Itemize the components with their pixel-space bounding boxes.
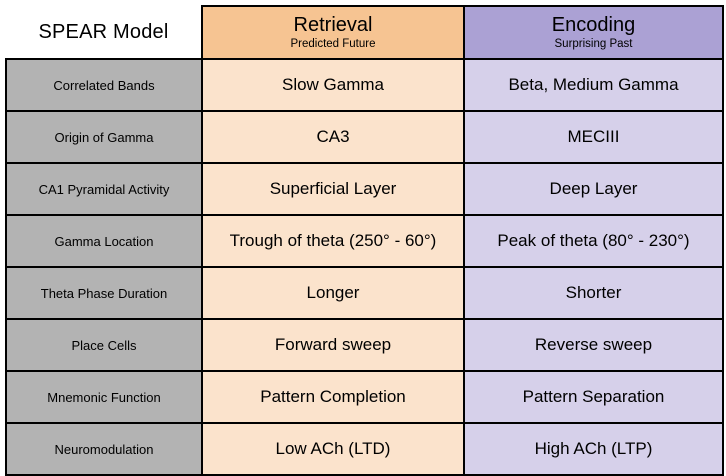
table-body: Correlated Bands Slow Gamma Beta, Medium…	[5, 58, 724, 476]
table-header: SPEAR Model Retrieval Predicted Future E…	[6, 5, 724, 60]
cell-encoding-mnemonic-function: Pattern Separation	[463, 370, 724, 424]
cell-retrieval-place-cells: Forward sweep	[201, 318, 465, 372]
cell-encoding-origin-of-gamma: MECIII	[463, 110, 724, 164]
table-row: Gamma Location Trough of theta (250° - 6…	[5, 214, 724, 268]
row-label-neuromodulation: Neuromodulation	[5, 422, 203, 476]
row-label-mnemonic-function: Mnemonic Function	[5, 370, 203, 424]
row-label-gamma-location: Gamma Location	[5, 214, 203, 268]
row-label-correlated-bands: Correlated Bands	[5, 58, 203, 112]
column-header-encoding-subtitle: Surprising Past	[554, 38, 633, 50]
row-label-theta-phase-duration: Theta Phase Duration	[5, 266, 203, 320]
cell-retrieval-origin-of-gamma: CA3	[201, 110, 465, 164]
table-row: Origin of Gamma CA3 MECIII	[5, 110, 724, 164]
table-row: Place Cells Forward sweep Reverse sweep	[5, 318, 724, 372]
header-row: SPEAR Model Retrieval Predicted Future E…	[6, 5, 724, 60]
row-label-place-cells: Place Cells	[5, 318, 203, 372]
table-row: Neuromodulation Low ACh (LTD) High ACh (…	[5, 422, 724, 476]
column-header-encoding: Encoding Surprising Past	[463, 5, 724, 60]
cell-retrieval-neuromodulation: Low ACh (LTD)	[201, 422, 465, 476]
table-row: Correlated Bands Slow Gamma Beta, Medium…	[5, 58, 724, 112]
table-row: CA1 Pyramidal Activity Superficial Layer…	[5, 162, 724, 216]
cell-retrieval-ca1-pyramidal-activity: Superficial Layer	[201, 162, 465, 216]
column-header-retrieval: Retrieval Predicted Future	[201, 5, 465, 60]
cell-encoding-gamma-location: Peak of theta (80° - 230°)	[463, 214, 724, 268]
cell-encoding-neuromodulation: High ACh (LTP)	[463, 422, 724, 476]
cell-retrieval-theta-phase-duration: Longer	[201, 266, 465, 320]
table-row: Theta Phase Duration Longer Shorter	[5, 266, 724, 320]
cell-retrieval-gamma-location: Trough of theta (250° - 60°)	[201, 214, 465, 268]
column-header-encoding-title: Encoding	[551, 14, 636, 36]
cell-retrieval-correlated-bands: Slow Gamma	[201, 58, 465, 112]
spear-model-table-container: SPEAR Model Retrieval Predicted Future E…	[5, 5, 724, 476]
cell-encoding-place-cells: Reverse sweep	[463, 318, 724, 372]
cell-retrieval-mnemonic-function: Pattern Completion	[201, 370, 465, 424]
page-title: SPEAR Model	[6, 6, 202, 59]
cell-encoding-ca1-pyramidal-activity: Deep Layer	[463, 162, 724, 216]
spear-model-table: SPEAR Model Retrieval Predicted Future E…	[5, 5, 724, 476]
table-row: Mnemonic Function Pattern Completion Pat…	[5, 370, 724, 424]
row-label-ca1-pyramidal-activity: CA1 Pyramidal Activity	[5, 162, 203, 216]
column-header-retrieval-title: Retrieval	[293, 14, 373, 36]
column-header-retrieval-subtitle: Predicted Future	[290, 38, 376, 50]
cell-encoding-correlated-bands: Beta, Medium Gamma	[463, 58, 724, 112]
row-label-origin-of-gamma: Origin of Gamma	[5, 110, 203, 164]
cell-encoding-theta-phase-duration: Shorter	[463, 266, 724, 320]
